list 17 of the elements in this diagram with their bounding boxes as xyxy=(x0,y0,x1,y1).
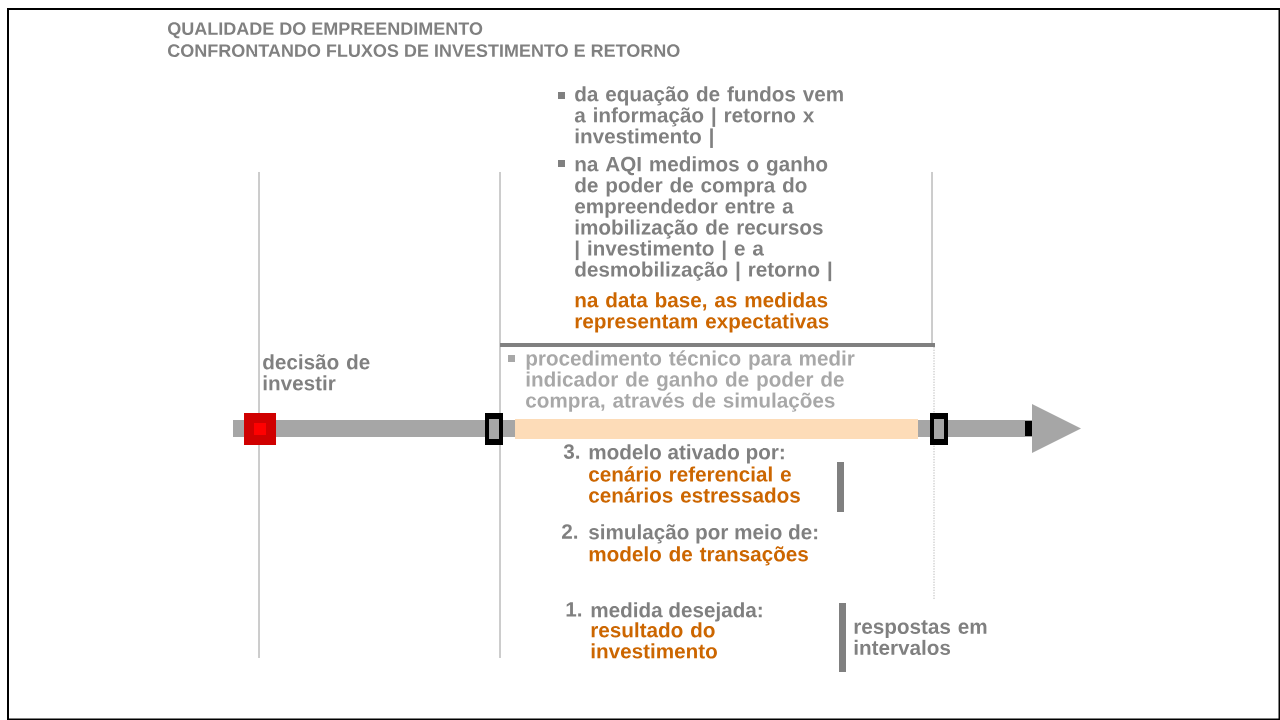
subtitle: CONFRONTANDO FLUXOS DE INVESTIMENTO E RETORNO xyxy=(168,44,680,57)
step-number: 2. xyxy=(562,524,578,539)
step-heading: medida desejada: xyxy=(591,602,762,622)
step-detail: cenário referencial e cenários estressados xyxy=(589,466,800,503)
step-heading: simulação por meio de: xyxy=(589,524,818,544)
step-number: 1. xyxy=(566,602,582,617)
step-detail: modelo de transações xyxy=(589,546,808,566)
note-text: na data base, as medidas representam expectativas xyxy=(575,292,829,333)
bullet-text: da equação de fundos vem a informação | retorno x investimento | xyxy=(574,86,843,148)
step-detail: resultado do investimento xyxy=(591,622,717,659)
bullet-text: procedimento técnico para medir indicador de ganho de poder de compra, através de simulações xyxy=(526,350,855,412)
step-number: 3. xyxy=(563,444,580,459)
marker-caption: decisão de investir xyxy=(263,354,370,391)
bullet-text: na AQI medimos o ganho de poder de compra do empreendedor entre a imobilização de recursos | investimento | e a desmobilização | retorno | xyxy=(575,156,832,282)
title: QUALIDADE DO EMPREENDIMENTO xyxy=(168,22,483,39)
side-note: respostas em intervalos xyxy=(854,620,987,655)
step-heading: modelo ativado por: xyxy=(589,444,784,464)
